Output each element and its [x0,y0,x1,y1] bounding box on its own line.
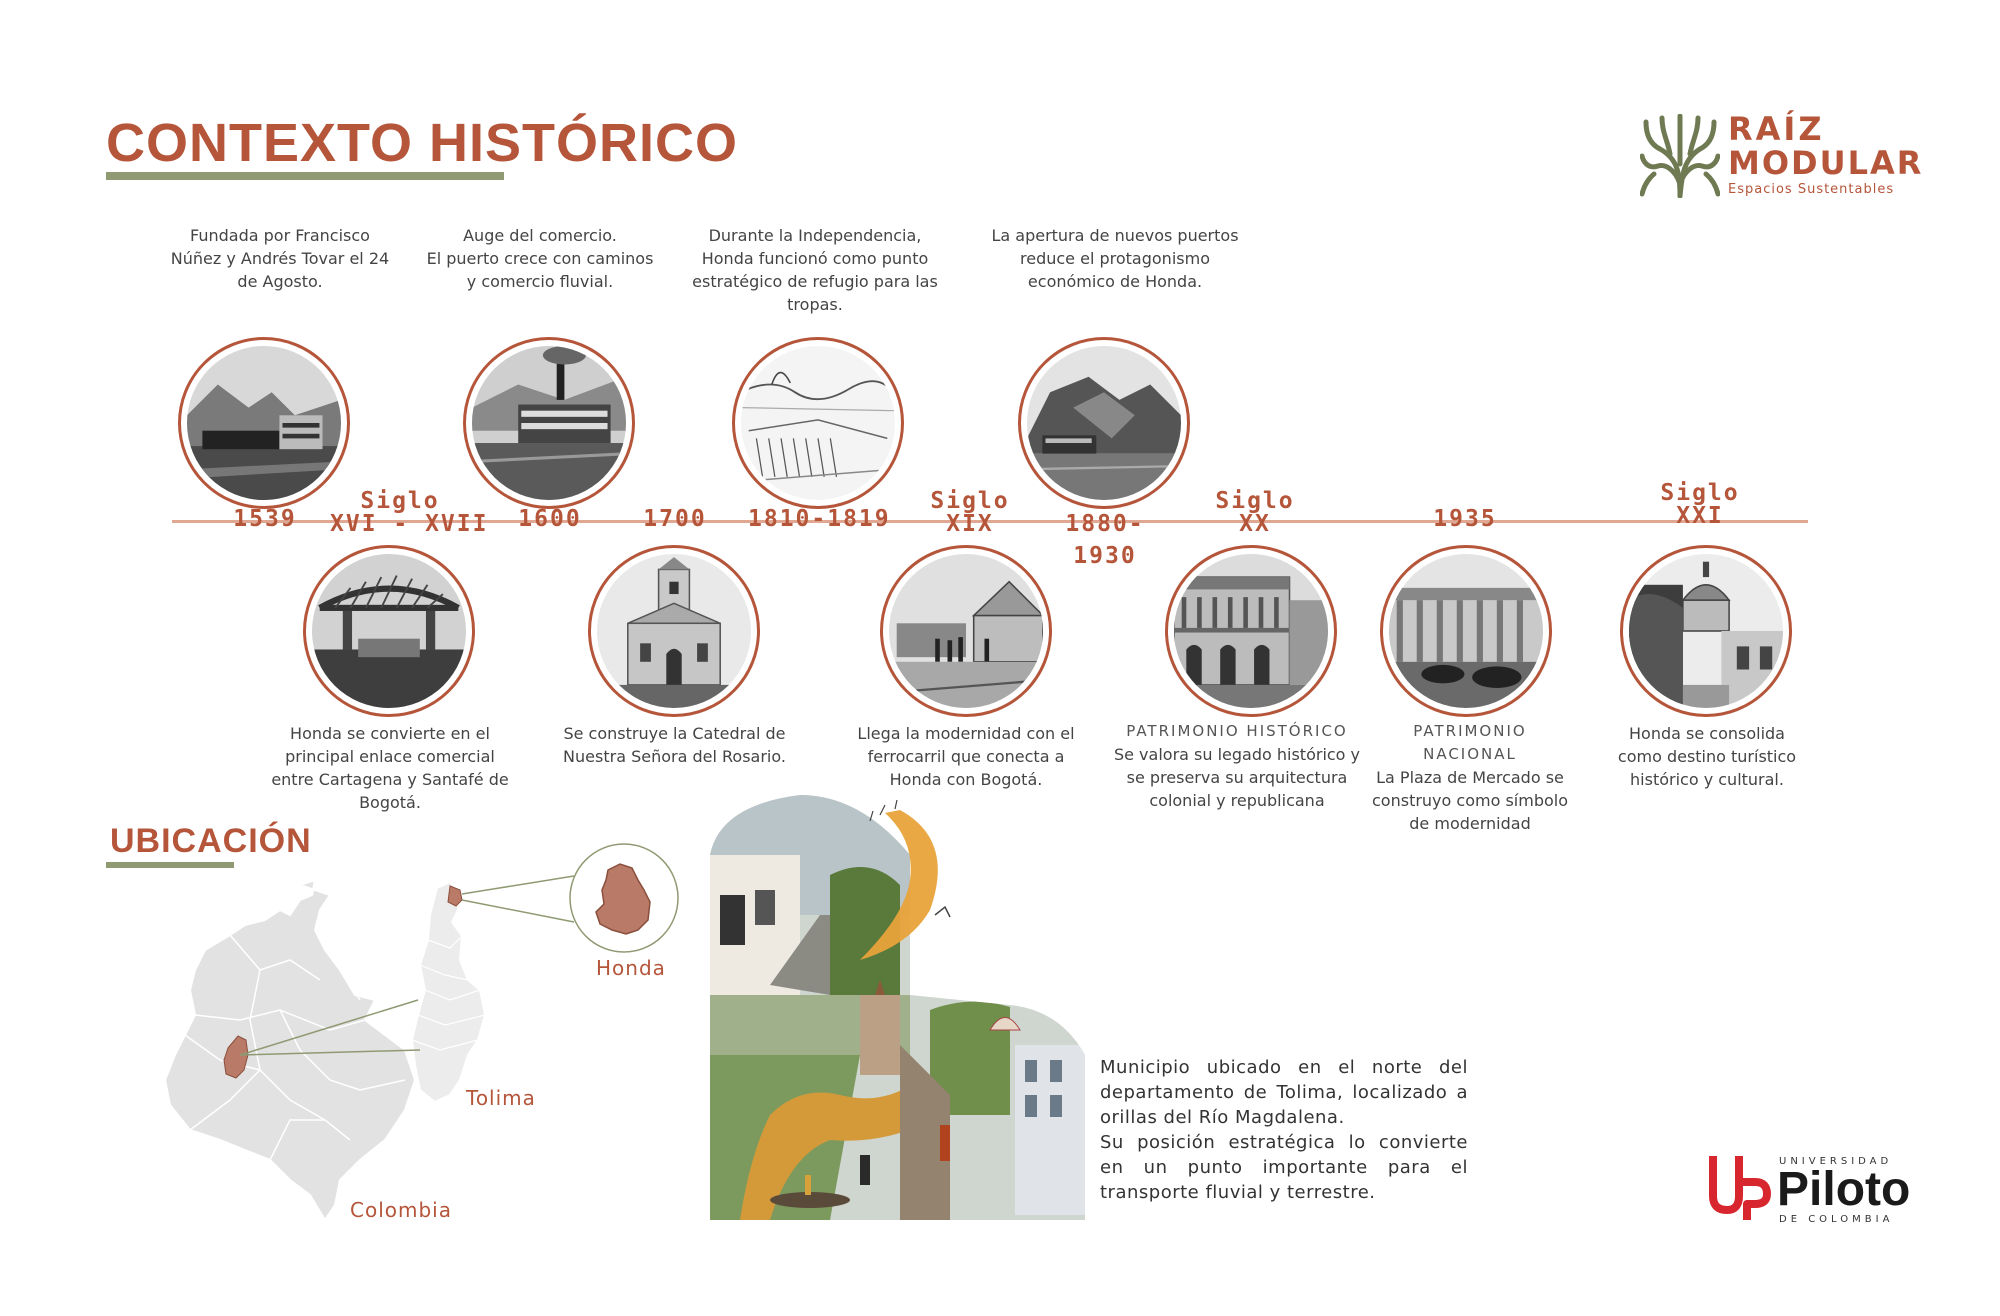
desc-siglo-xx: PATRIMONIO HISTÓRICO Se valora su legado… [1112,720,1362,812]
location-title: UBICACIÓN [110,822,312,860]
raiz-modular-logo: RAÍZ MODULAR Espacios Sustentables [1640,110,1924,202]
photo-siglo-xxi [1620,545,1792,717]
root-icon [1640,114,1720,198]
photo-siglo-xvi [303,545,475,717]
honda-collage-illustration [710,795,1085,1220]
up-monogram-icon [1709,1156,1771,1220]
sun-crescent-icon [860,810,938,960]
colonial-building-photo [1174,554,1328,708]
brand-line2: MODULAR [1728,144,1924,182]
photo-siglo-xx [1165,545,1337,717]
sketch-photo [741,346,895,500]
university-small-bottom: DE COLOMBIA [1779,1214,1894,1225]
market-plaza-photo [1389,554,1543,708]
year-siglo-xvi: Siglo XVI - XVII [330,488,489,537]
year-siglo-xx: Siglo XX [1215,488,1295,537]
desc-1935: PATRIMONIO NACIONAL La Plaza de Mercado … [1370,720,1570,835]
year-1600: 1600 [518,506,582,532]
year-siglo-xxi: Siglo XXI [1660,480,1740,529]
desc-1810: Durante la Independencia, Honda funcionó… [692,226,938,314]
label-tolima: Tolima [466,1086,536,1110]
photo-1810 [732,337,904,509]
colombia-map [163,878,417,1222]
steamboat-photo [472,346,626,500]
photo-siglo-xix [880,545,1052,717]
year-siglo-xix: Siglo XIX [930,488,1010,537]
label-honda: Honda [596,956,666,980]
year-1810: 1810-1819 [748,506,891,532]
timeline-line [172,520,1808,523]
honda-on-tolima [447,885,463,907]
year-1700: 1700 [643,506,707,532]
location-maps [163,843,679,1222]
desc-1935-text: La Plaza de Mercado se construyo como sí… [1372,768,1568,833]
desc-siglo-xvi: Honda se convierte en el principal enlac… [271,724,509,812]
page-title: CONTEXTO HISTÓRICO [106,113,739,173]
desc-1700: Se construye la Catedral de Nuestra Seño… [563,724,786,766]
photo-1600 [463,337,635,509]
brand-tagline: Espacios Sustentables [1728,182,1895,197]
river-port-photo [187,346,341,500]
railway-station-photo [889,554,1043,708]
honda-map [595,863,651,935]
photo-1700 [588,545,760,717]
photo-1539 [178,337,350,509]
location-description: Municipio ubicado en el norte del depart… [1100,1057,1468,1203]
photo-1880 [1018,337,1190,509]
photo-1935 [1380,545,1552,717]
desc-siglo-xxi: Honda se consolida como destino turístic… [1617,724,1797,789]
desc-siglo-xx-text: Se valora su legado histórico y se prese… [1113,745,1361,810]
location-underline [106,862,234,868]
category-patrimonio-nacional: PATRIMONIO NACIONAL [1413,722,1527,763]
year-1539: 1539 [233,506,297,532]
universidad-piloto-logo: UNIVERSIDAD Piloto DE COLOMBIA [1707,1152,1927,1225]
category-patrimonio-historico: PATRIMONIO HISTÓRICO [1126,722,1348,740]
dome-street-photo [1629,554,1783,708]
desc-1539: Fundada por Francisco Núñez y Andrés Tov… [170,226,390,291]
desc-siglo-xix: Llega la modernidad con el ferrocarril q… [857,724,1075,789]
university-name: Piloto [1777,1163,1911,1216]
year-1880: 1880- 1930 [1065,511,1145,569]
brand-line1: RAÍZ [1728,110,1825,148]
tolima-on-colombia [223,1035,249,1079]
title-underline [106,172,504,180]
desc-1880: La apertura de nuevos puertos reduce el … [991,226,1239,291]
bridge-photo [312,554,466,708]
university-small-top: UNIVERSIDAD [1779,1156,1893,1167]
label-colombia: Colombia [350,1198,452,1222]
desc-1600: Auge del comercio. El puerto crece con c… [426,226,654,291]
cathedral-photo [597,554,751,708]
year-1935: 1935 [1433,506,1497,532]
hillside-port-photo [1027,346,1181,500]
